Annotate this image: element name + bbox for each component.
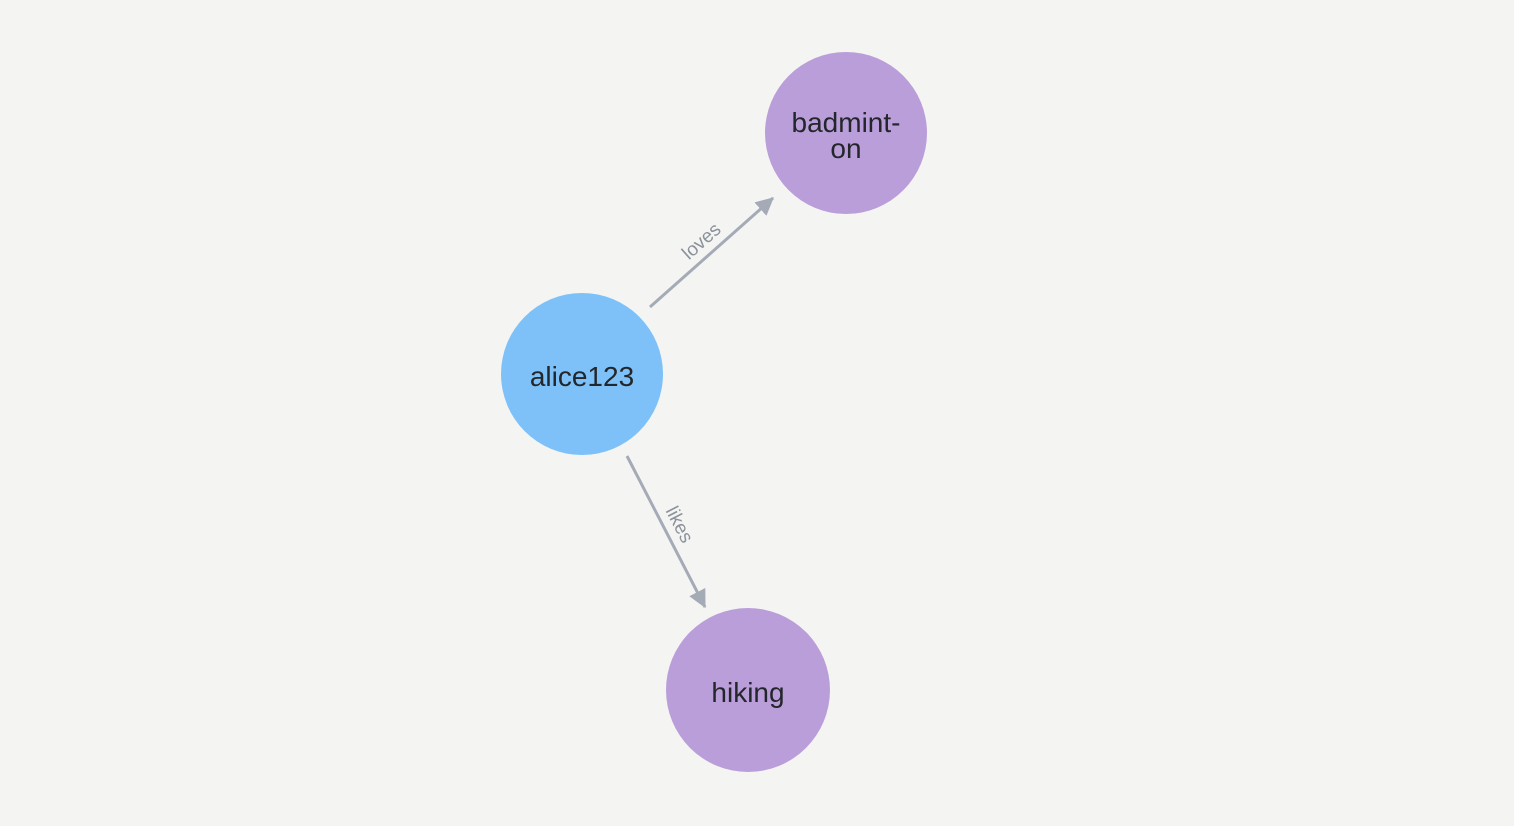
graph-node-hiking[interactable]: hiking [666,608,830,772]
node-circle[interactable] [501,293,663,455]
nodes-layer: alice123 badmint-on hiking [501,52,927,772]
edge-label: loves [678,219,725,264]
graph-node-alice123[interactable]: alice123 [501,293,663,455]
node-circle[interactable] [666,608,830,772]
edge-loves[interactable]: loves [649,196,774,309]
edge-line[interactable] [649,196,774,309]
graph-node-badminton[interactable]: badmint-on [765,52,927,214]
edge-line[interactable] [625,455,707,609]
node-circle[interactable] [765,52,927,214]
edge-likes[interactable]: likes [625,455,707,609]
edge-label: likes [661,503,697,546]
